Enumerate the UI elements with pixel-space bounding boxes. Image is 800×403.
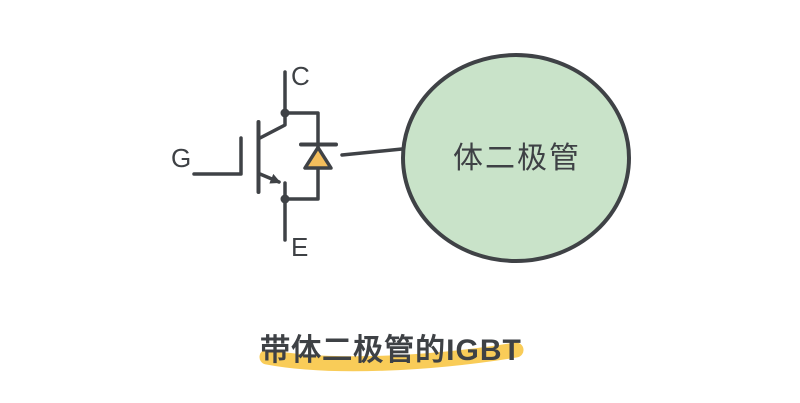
gate-lead-wire: [192, 136, 243, 176]
collector-label: C: [291, 61, 310, 91]
emitter-label: E: [291, 232, 308, 262]
gate-label: G: [171, 143, 191, 173]
top-junction-dot: [280, 108, 290, 118]
callout-bubble: [401, 53, 631, 263]
bottom-junction-dot: [280, 194, 290, 204]
caption-highlight-swoosh: [259, 342, 524, 372]
emitter-branch-arrow: [258, 172, 281, 184]
caption: 带体二极管的IGBT: [259, 334, 524, 372]
body-diode-symbol: [280, 108, 338, 204]
diode-triangle-icon: [303, 145, 333, 170]
callout-label: 体二极管: [453, 142, 581, 175]
igbt-symbol: [192, 70, 287, 242]
collector-branch: [258, 111, 287, 140]
caption-text: 带体二极管的IGBT: [260, 334, 522, 367]
callout-connector-line: [340, 147, 404, 157]
